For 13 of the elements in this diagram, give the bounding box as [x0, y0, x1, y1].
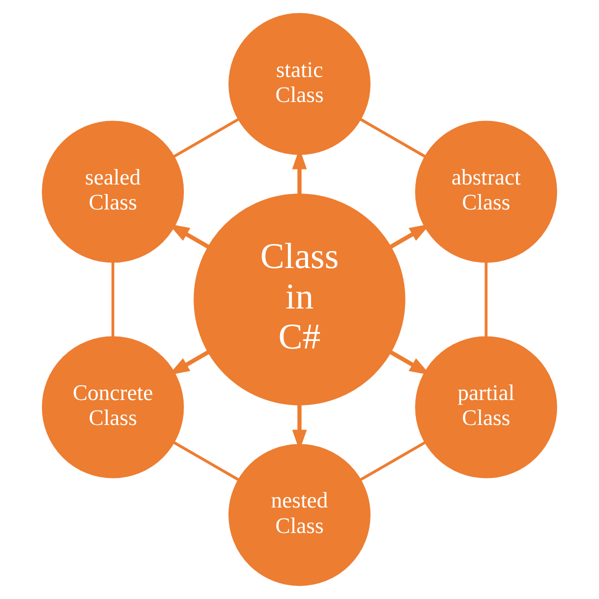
- connector: [112, 262, 114, 337]
- connector: [360, 118, 426, 158]
- node-circle: partial Class: [415, 336, 558, 478]
- connector: [360, 441, 426, 481]
- node-circle: static Class: [228, 13, 370, 156]
- connector: [484, 262, 488, 337]
- connector: [173, 441, 239, 481]
- node-circle: abstract Class: [415, 120, 558, 263]
- node-circle: sealed Class: [42, 120, 184, 263]
- node-circle: Class in C#: [194, 194, 406, 406]
- node-circle: nested Class: [228, 444, 370, 586]
- node-circle: Concrete Class: [42, 336, 184, 478]
- connector: [173, 118, 240, 158]
